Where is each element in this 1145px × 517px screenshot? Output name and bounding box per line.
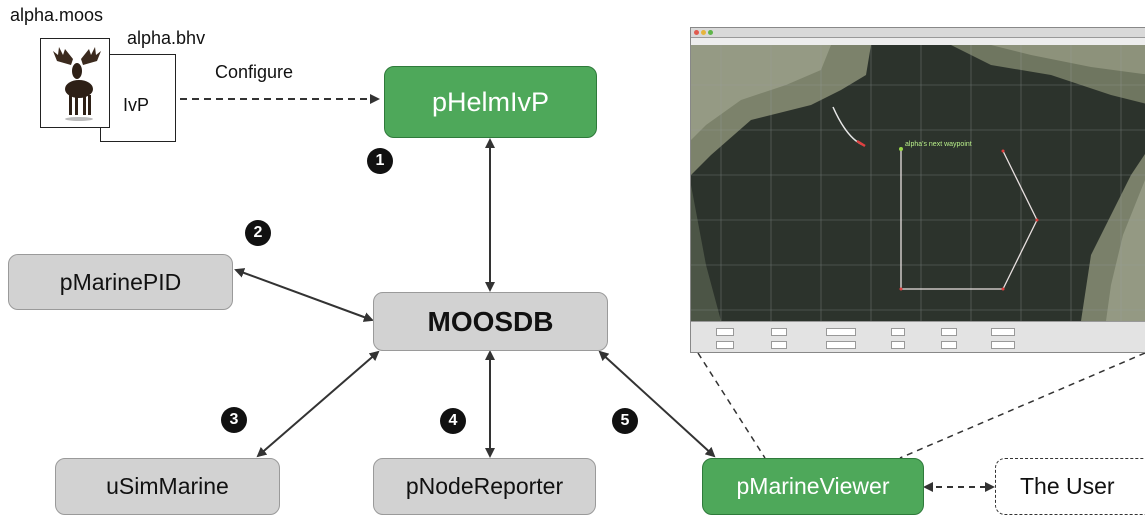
viewer-screenshot: alpha's next waypoint	[690, 27, 1145, 353]
moosdb-node: MOOSDB	[373, 292, 608, 351]
marine-viewer-node: pMarineViewer	[702, 458, 924, 515]
helm-node: pHelmIvP	[384, 66, 597, 138]
step-badge-3: 3	[221, 407, 247, 433]
configure-label: Configure	[215, 62, 294, 82]
step-badge-5: 5	[612, 408, 638, 434]
pid-moosdb-arrow	[234, 268, 374, 322]
user-node: The User	[995, 458, 1145, 515]
bhv-file-label: alpha.bhv	[127, 28, 206, 48]
step-badge-4: 4	[440, 408, 466, 434]
screenshot-titlebar	[691, 28, 1145, 38]
moos-document	[40, 38, 110, 128]
waypoint-label: alpha's next waypoint	[905, 141, 972, 148]
screenshot-data-panel	[691, 321, 1145, 352]
sim-marine-node: uSimMarine	[55, 458, 280, 515]
sim-moosdb-arrow	[256, 350, 380, 458]
moose-icon	[53, 47, 101, 121]
ivp-doc-label: IvP	[123, 95, 150, 115]
zoom-line-left	[697, 352, 766, 459]
step-badge-2: 2	[245, 220, 271, 246]
step-badge-1: 1	[367, 148, 393, 174]
viewer-moosdb-arrow	[598, 350, 716, 458]
satellite-map: alpha's next waypoint	[691, 45, 1145, 321]
bhv-document: IvP	[100, 54, 176, 142]
zoom-line-right	[899, 352, 1145, 459]
marine-pid-node: pMarinePID	[8, 254, 233, 310]
node-reporter-node: pNodeReporter	[373, 458, 596, 515]
moos-file-label: alpha.moos	[10, 5, 104, 25]
